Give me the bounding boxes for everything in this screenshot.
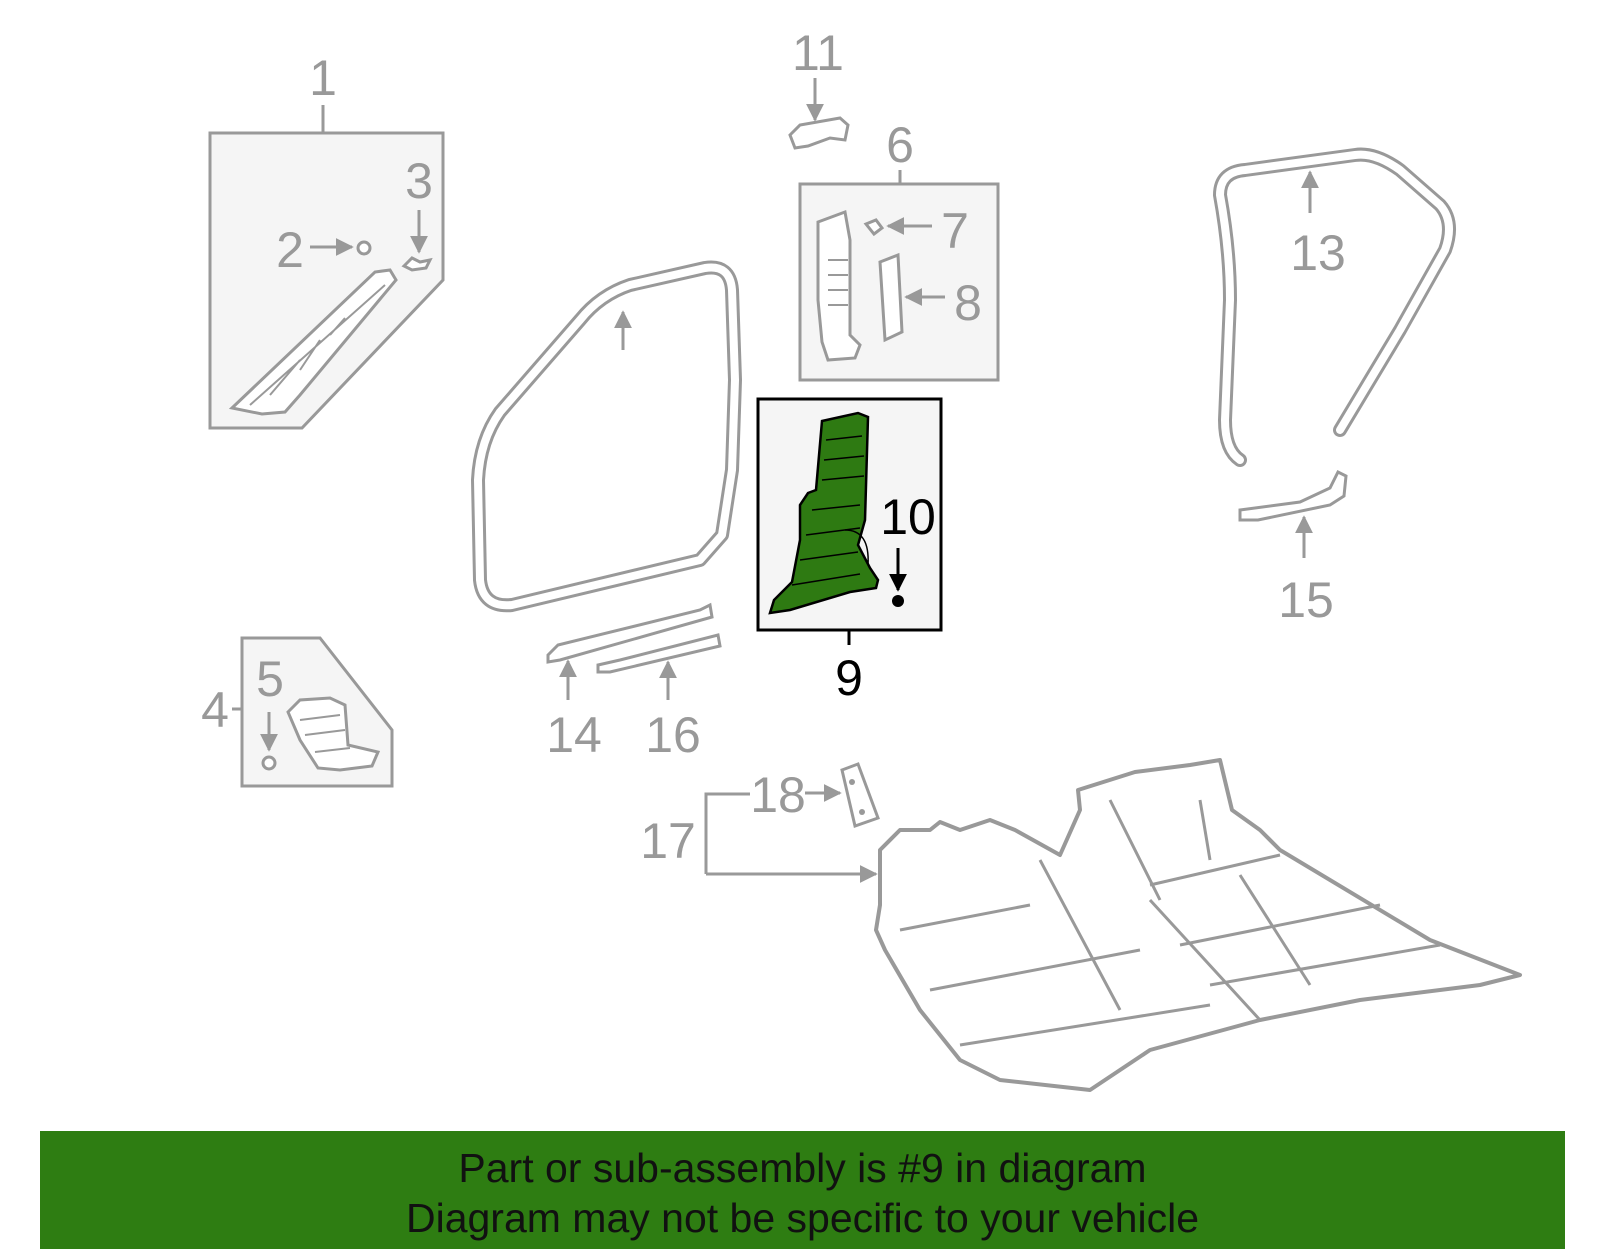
- banner-line-2: Diagram may not be specific to your vehi…: [405, 1195, 1199, 1241]
- callout-1: 1: [309, 50, 337, 106]
- callout-16: 16: [645, 707, 701, 763]
- part-16-scuff-plate-inner[interactable]: [596, 633, 722, 700]
- group-1-front-pillar[interactable]: [208, 105, 445, 430]
- info-banner: Part or sub-assembly is #9 in diagram Di…: [40, 1131, 1565, 1249]
- floor-carpet: [874, 758, 1522, 1092]
- cowl-side-trim: [286, 696, 381, 772]
- callout-9: 9: [835, 650, 863, 706]
- front-pillar-garnish: [228, 268, 398, 416]
- callout-5: 5: [256, 651, 284, 707]
- part-11-clip[interactable]: [788, 78, 850, 150]
- clip-part-10: [892, 595, 904, 607]
- clip-part-7: [863, 218, 885, 237]
- callout-labels: 1 2 3 4 5 6 7 8 9 10 11 13 14 15 16 17 1…: [201, 25, 1346, 869]
- center-pillar-lower-garnish: [768, 411, 880, 615]
- group-4-cowl-side-trim[interactable]: [232, 636, 394, 788]
- pillar-cover-part-8: [878, 252, 904, 343]
- callout-6: 6: [886, 117, 914, 173]
- callout-11: 11: [792, 25, 844, 81]
- callout-18: 18: [750, 767, 806, 823]
- callout-2: 2: [276, 222, 304, 278]
- part-13-rear-weatherstrip[interactable]: [1213, 147, 1456, 467]
- center-pillar-upper-garnish: [816, 209, 862, 362]
- group-9-center-pillar-lower[interactable]: [756, 397, 943, 645]
- callout-14: 14: [546, 707, 602, 763]
- part-18-bracket[interactable]: [805, 762, 880, 828]
- callout-4: 4: [201, 682, 229, 738]
- part-14-front-scuff-plate[interactable]: [546, 602, 714, 700]
- clip-part-3: [401, 256, 433, 272]
- callout-8: 8: [954, 275, 982, 331]
- callout-10: 10: [880, 489, 936, 545]
- callout-13: 13: [1290, 225, 1346, 281]
- clip-part-2: [356, 240, 372, 256]
- banner-line-1: Part or sub-assembly is #9 in diagram: [458, 1145, 1147, 1191]
- callout-3: 3: [405, 153, 433, 209]
- callout-17: 17: [640, 813, 696, 869]
- group-6-center-pillar-upper[interactable]: [798, 170, 1000, 382]
- part-15-rear-scuff-plate[interactable]: [1238, 469, 1348, 558]
- callout-15: 15: [1278, 572, 1334, 628]
- part-17-floor-carpet[interactable]: [704, 758, 1522, 1092]
- callout-7: 7: [941, 203, 969, 259]
- clip-part-5: [261, 755, 277, 771]
- front-door-weatherstrip[interactable]: [471, 260, 742, 613]
